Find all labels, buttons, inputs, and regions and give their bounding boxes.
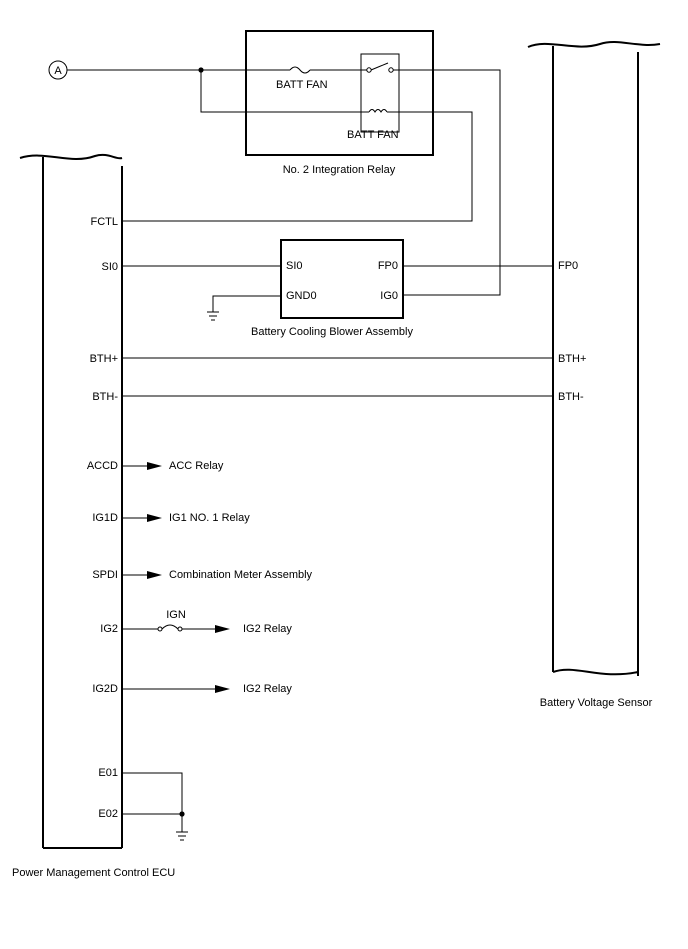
blower-pin-ig0: IG0 [380,290,398,302]
acc-relay-label: ACC Relay [169,460,224,472]
ecu-pin-fctl: FCTL [91,216,119,228]
arrow-icon [215,685,230,693]
ground-icon [176,831,188,841]
relay-title: No. 2 Integration Relay [283,164,396,176]
ecu-pin-bth-plus: BTH+ [90,353,118,365]
blower-block [280,239,404,319]
ecu-pin-e02: E02 [98,808,118,820]
ig1-relay-label: IG1 NO. 1 Relay [169,512,250,524]
connector-a-label: A [54,65,62,77]
ecu-pin-si0: SI0 [101,261,118,273]
combo-meter-label: Combination Meter Assembly [169,569,313,581]
ecu-pin-bth-minus: BTH- [92,391,118,403]
fuse-batt-fan-icon [289,66,311,74]
arrow-icon [147,462,162,470]
ecu-pin-ig2d: IG2D [92,683,118,695]
blower-title: Battery Cooling Blower Assembly [251,326,414,338]
sensor-pin-fp0: FP0 [558,260,578,272]
arrow-icon [147,514,162,522]
ecu-pin-ig1d: IG1D [92,512,118,524]
blower-pin-fp0: FP0 [378,260,398,272]
blower-pin-si0: SI0 [286,260,303,272]
sensor-pin-bth-plus: BTH+ [558,353,586,365]
sensor-pin-bth-minus: BTH- [558,391,584,403]
arrow-icon [147,571,162,579]
arrow-icon [215,625,230,633]
wire-e01 [122,772,183,832]
ign-fuse-label: IGN [166,609,186,621]
ecu-pin-accd: ACCD [87,460,118,472]
ig2-relay-label: IG2 Relay [243,623,292,635]
ecu-pin-spdi: SPDI [92,569,118,581]
junction-dot [179,811,185,817]
relay-coil-label: BATT FAN [347,129,399,141]
ig2d-relay-label: IG2 Relay [243,683,292,695]
wire-gnd0 [212,295,281,312]
wire-ig0 [393,69,501,296]
ecu-block [19,153,123,849]
ground-icon [207,311,219,321]
fuse-ign-icon [161,624,179,630]
ecu-title: Power Management Control ECU [12,867,175,879]
integration-relay [245,30,434,156]
blower-pin-gnd0: GND0 [286,290,317,302]
sensor-title: Battery Voltage Sensor [540,697,653,709]
ecu-pin-ig2: IG2 [100,623,118,635]
wire-coil-in [200,70,369,113]
battery-voltage-sensor-block [527,41,661,676]
ecu-pin-e01: E01 [98,767,118,779]
wire-fctl [122,111,473,222]
relay-fuse-label: BATT FAN [276,79,328,91]
